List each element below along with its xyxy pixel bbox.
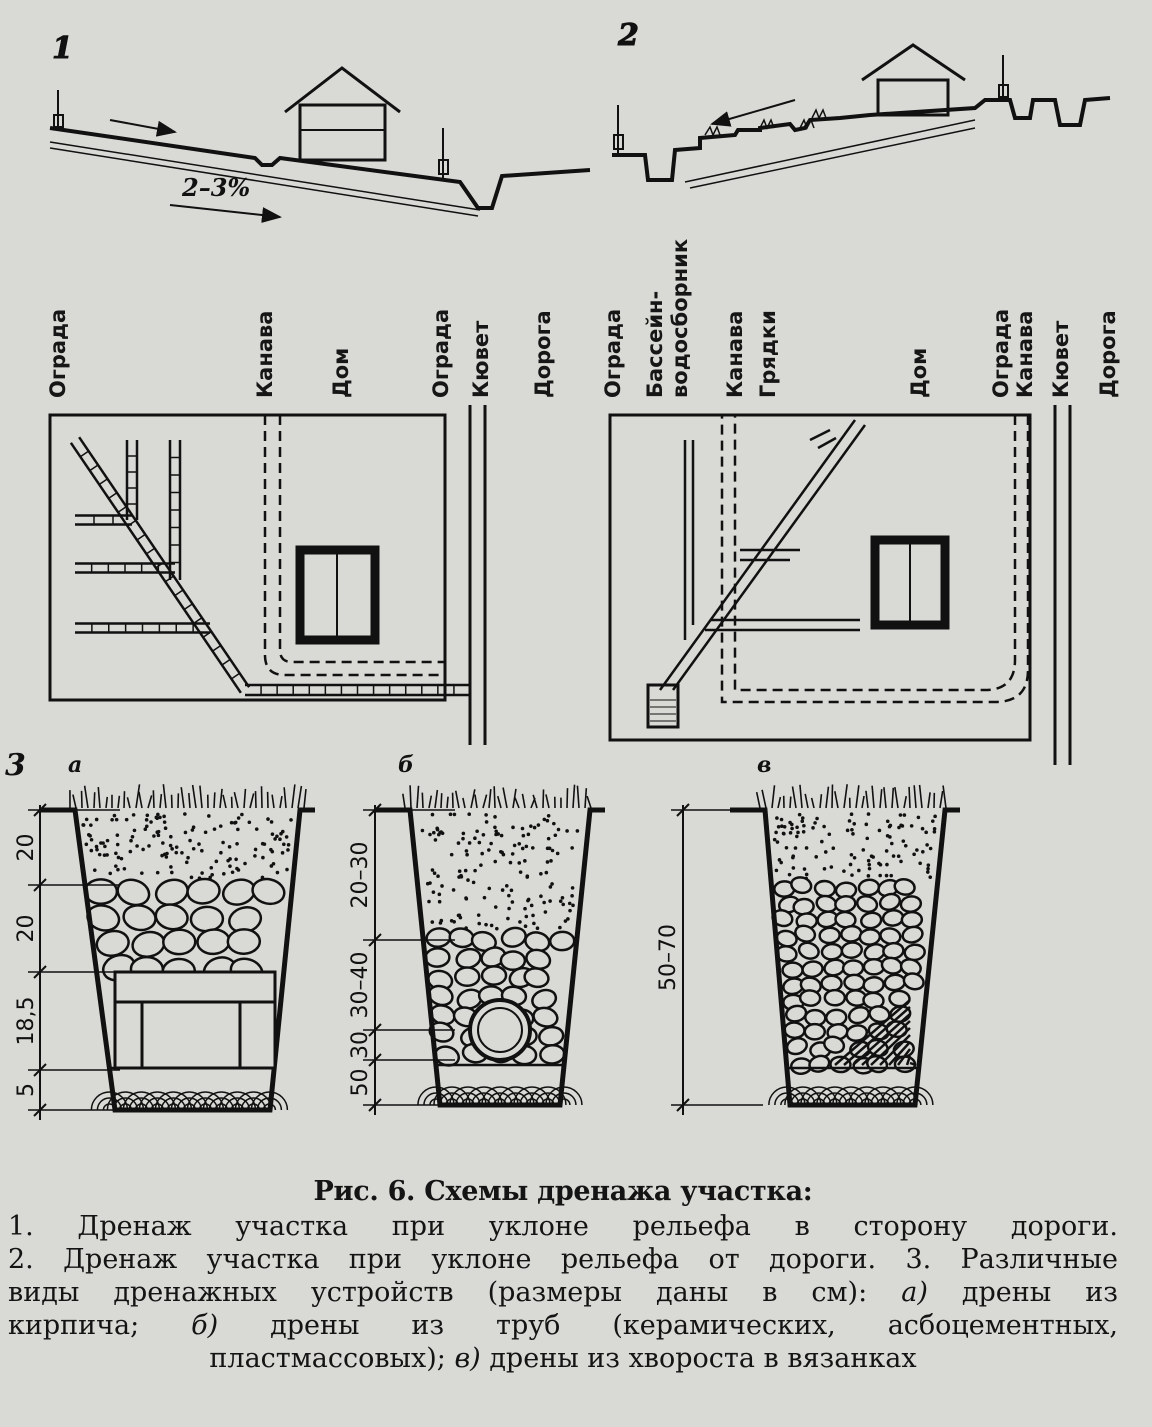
caption-text: дрены из труб (керамических, асбоцементн… [270,1310,1118,1341]
caption-text: виды дренажных устройств (размеры даны в… [8,1277,868,1308]
dimension-label: 18,5 [14,997,39,1046]
dimension-label: 5 [14,1083,39,1097]
vertical-label: Канава [253,311,277,398]
caption-line: 2. Дренаж участка при уклоне рельефа от … [8,1244,1118,1275]
caption-letter: в) [454,1343,481,1374]
slope-label: 2–3% [181,173,250,202]
caption-letter: а) [901,1277,928,1308]
vertical-label: водосборник [668,239,692,398]
vertical-label: Канава [1013,311,1037,398]
section-b-pipe-drain [375,784,605,1108]
vertical-label: Дорога [1096,310,1120,398]
caption-line: 1. Дренаж участка при уклоне рельефа в с… [8,1211,1118,1242]
section-c-brushwood-drain [730,784,960,1108]
dimension-label: 50–70 [656,924,681,991]
section-c-letter: в [757,752,771,778]
dimension-label: 20 [14,915,39,943]
vertical-label: Ограда [429,309,453,398]
section-a-letter: а [68,752,82,778]
section-b-letter: б [398,752,414,778]
caption-title: Рис. 6. Схемы дренажа участка: [313,1176,813,1207]
section-a-brick-drain [40,784,315,1113]
vertical-label: Дом [907,348,931,398]
plan-2 [608,405,1072,765]
dimension-label: 30–40 [348,952,373,1019]
caption-text: дрены из хвороста в вязанках [489,1343,917,1374]
figure-caption: Рис. 6. Схемы дренажа участка: 1. Дренаж… [8,1175,1118,1375]
vertical-label: Грядки [756,310,780,398]
flow-arrow [710,99,796,127]
dimension-label: 20 [14,834,39,862]
slope-arrow [169,204,282,224]
vertical-label: Бассейн- [643,291,667,398]
house-icon [284,66,401,162]
flow-arrow [109,119,177,137]
caption-text: дрены из [961,1277,1118,1308]
plan-1 [48,405,487,745]
vertical-label: Кювет [1049,320,1073,398]
vertical-label: Ограда [601,309,625,398]
dimension-label: 20–30 [348,842,373,909]
dimension-label: 50 [348,1069,373,1097]
dimension-lines: 20 20 18,5 5 20–30 30–40 30 50 50–70 [14,803,763,1120]
caption-letter: б) [191,1310,219,1341]
caption-text: кирпича; [8,1310,140,1341]
vertical-label: Ограда [989,309,1013,398]
caption-line: пластмассовых); в) дрены из хвороста в в… [8,1342,1118,1375]
vertical-label: Дорога [531,310,555,398]
vertical-label: Ограда [46,309,70,398]
caption-line: кирпича; б) дрены из труб (керамических,… [8,1309,1118,1342]
part-2-labels: Ограда Бассейн-водосборник Канава Грядки Дом… [601,239,1120,398]
part-3-number: 3 [5,748,26,783]
profile-1: 1 [49,31,591,224]
dimension-label: 30 [348,1031,373,1059]
part-2-number: 2 [617,18,639,53]
vertical-label: Дом [329,348,353,398]
collector-basin [646,683,680,729]
caption-line: виды дренажных устройств (размеры даны в… [8,1276,1118,1309]
caption-text: пластмассовых); [209,1343,446,1374]
house-icon [861,43,966,117]
part-1-number: 1 [52,31,73,66]
vertical-label: Кювет [469,320,493,398]
vertical-label: Канава [723,311,747,398]
part-1-labels: Ограда Канава Дом Ограда Кювет Дорога [46,309,555,398]
profile-2: 2 [612,18,1111,189]
